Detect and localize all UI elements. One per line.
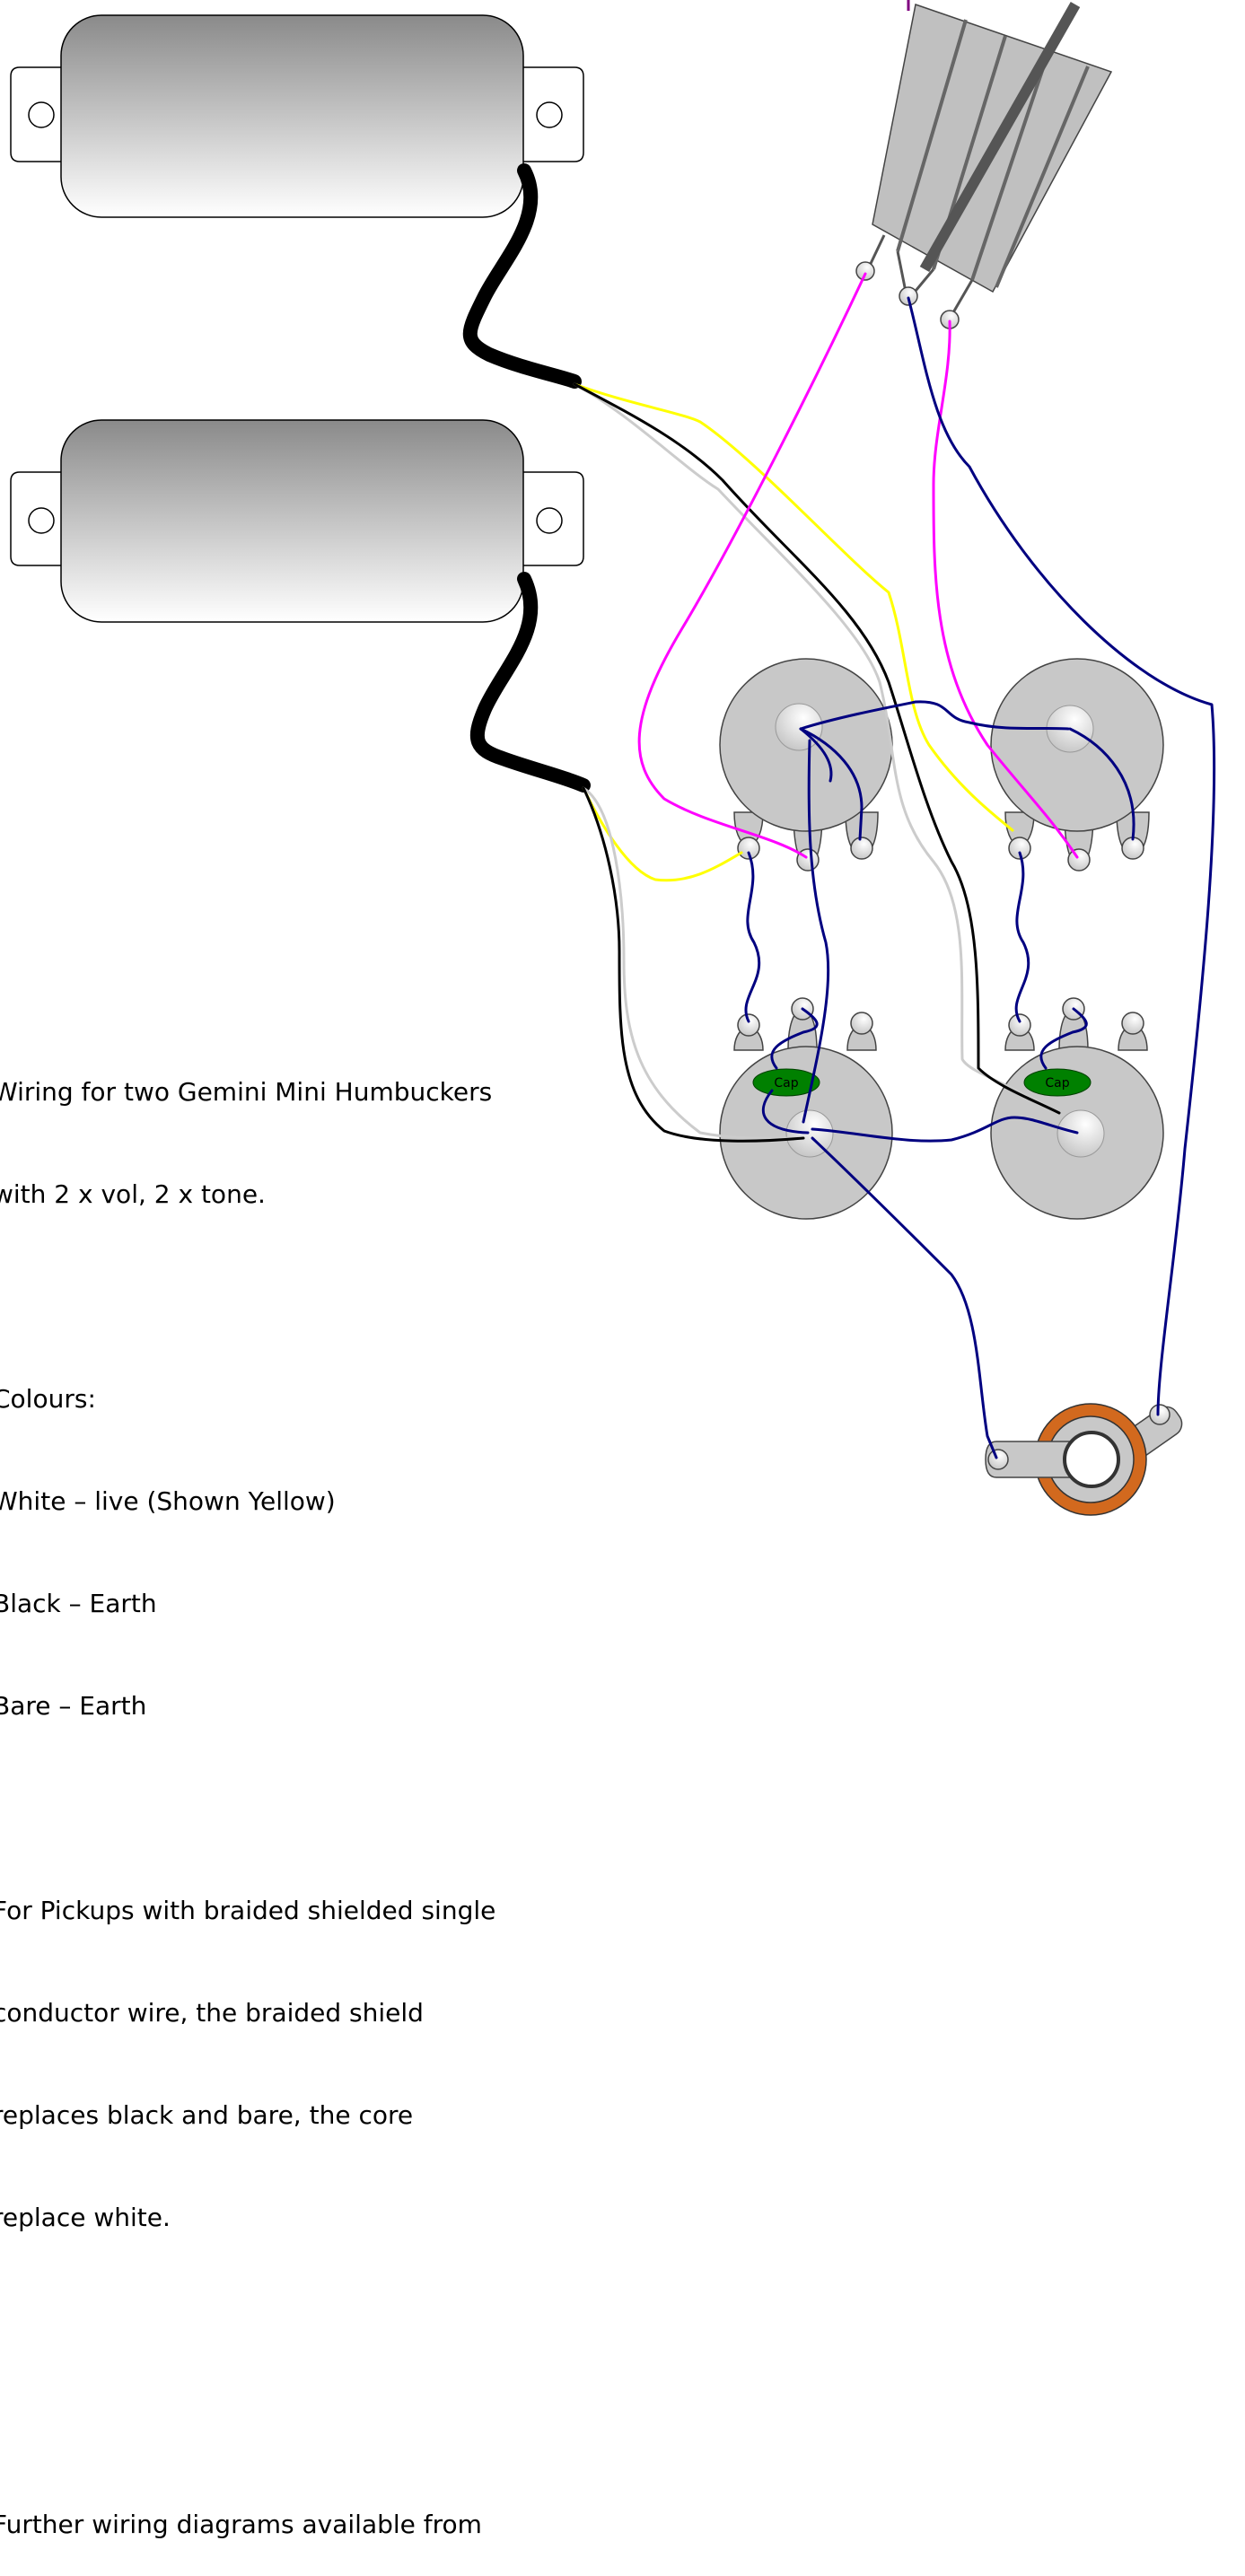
wire-volume1-to-volume2	[811, 1116, 1079, 1143]
notes-shield-line-2: conductor wire, the braided shield	[0, 1998, 424, 2028]
wire-tone1-to-volume1	[744, 851, 761, 1023]
notes-title-line-1: Wiring for two Gemini Mini Humbuckers	[0, 1077, 493, 1107]
wiring-diagram: Cap Cap	[10, 0, 1216, 1516]
tone-capacitor-2-label: Cap	[1045, 1076, 1069, 1091]
notes-shield-line-3: replaces black and bare, the core	[0, 2100, 414, 2130]
volume-pot-2-terminal-3	[1121, 1012, 1144, 1035]
wiring-notes: Wiring for two Gemini Mini Humbuckers wi…	[0, 1007, 567, 2576]
wire-bridge-live	[582, 786, 743, 882]
wire-neck-bare	[573, 382, 1061, 1115]
output-jack	[985, 1403, 1183, 1516]
wire-tone2-to-volume2	[1014, 851, 1030, 1023]
wire-cap1-to-shaft	[770, 1007, 819, 1070]
tone-pot-1-terminal-1	[737, 837, 760, 860]
output-jack-tip-terminal	[1149, 1404, 1170, 1425]
tone-pot-2-terminal-1	[1008, 837, 1031, 860]
tone-pot-1-terminal-3	[850, 837, 873, 860]
output-jack-sleeve-terminal	[987, 1449, 1009, 1470]
wire-cap1-to-shaft-2	[762, 1089, 810, 1135]
pickup-bridge-screw-hole-left	[28, 507, 55, 534]
tone-pot-2-terminal-3	[1121, 837, 1144, 860]
notes-colours-heading: Colours:	[0, 1384, 96, 1414]
notes-colour-bare: Bare – Earth	[0, 1691, 147, 1721]
wire-tone2-shaft-to-lug	[1068, 727, 1135, 841]
tone-capacitor-2	[1023, 1068, 1092, 1097]
pickup-bridge-screw-hole-right	[536, 507, 563, 534]
tone-capacitor-1-label: Cap	[774, 1076, 798, 1091]
volume-pot-1-terminal-1	[737, 1013, 760, 1037]
selector-switch-lever	[919, 2, 1081, 272]
selector-lug-2	[899, 286, 918, 306]
wire-neck-black	[573, 382, 1061, 1115]
wire-tone1-to-vol1-ground	[802, 739, 830, 1124]
wire-bridge-bare	[582, 786, 801, 1140]
wires	[573, 272, 1216, 1459]
wire-selector-to-tone-1	[637, 272, 867, 859]
pickup-neck-screw-hole-right	[536, 101, 563, 128]
wire-selector-to-jack-ground	[907, 296, 1216, 1416]
tone-pot-2	[990, 658, 1164, 872]
notes-further-diagrams: Further wiring diagrams available from	[0, 2510, 482, 2539]
wire-tone1-shaft-to-lug	[799, 727, 864, 841]
volume-pot-1-terminal-3	[850, 1012, 873, 1035]
selector-switch-contacts	[896, 19, 1090, 288]
tone-capacitor-1	[752, 1068, 820, 1097]
output-jack-hole	[1063, 1431, 1120, 1488]
wire-bridge-black	[582, 786, 805, 1143]
tone-pot-1	[719, 658, 893, 872]
wire-cap2-to-shaft	[1039, 1007, 1088, 1070]
wire-tone1-shaft-to-lug-2	[799, 727, 833, 783]
wire-volume1-to-jack	[811, 1136, 998, 1459]
wire-neck-live	[573, 382, 1014, 832]
notes-colour-white: White – live (Shown Yellow)	[0, 1486, 336, 1516]
notes-colour-black: Black – Earth	[0, 1589, 157, 1618]
pickup-neck-screw-hole-left	[28, 101, 55, 128]
wire-tone1-to-tone2	[799, 700, 1070, 731]
pickup-bridge	[10, 419, 584, 623]
notes-shield-line-4: replace white.	[0, 2203, 171, 2232]
pickup-neck-cable	[462, 163, 582, 389]
volume-pot-2-terminal-1	[1008, 1013, 1031, 1037]
pickup-bridge-cover	[60, 419, 524, 623]
selector-lug-1	[855, 261, 875, 281]
selector-switch	[855, 0, 1113, 329]
pickup-neck-cover	[60, 14, 524, 218]
pickup-bridge-cable	[469, 572, 591, 793]
pickup-cables	[462, 163, 591, 793]
volume-pot-2-shaft	[1056, 1109, 1105, 1158]
pickup-neck	[10, 14, 584, 218]
notes-title-line-2: with 2 x vol, 2 x tone.	[0, 1179, 266, 1209]
notes-shield-line-1: For Pickups with braided shielded single	[0, 1896, 496, 1925]
tone-pot-2-terminal-2	[1067, 848, 1091, 872]
wire-selector-to-tone-2	[932, 320, 1079, 859]
